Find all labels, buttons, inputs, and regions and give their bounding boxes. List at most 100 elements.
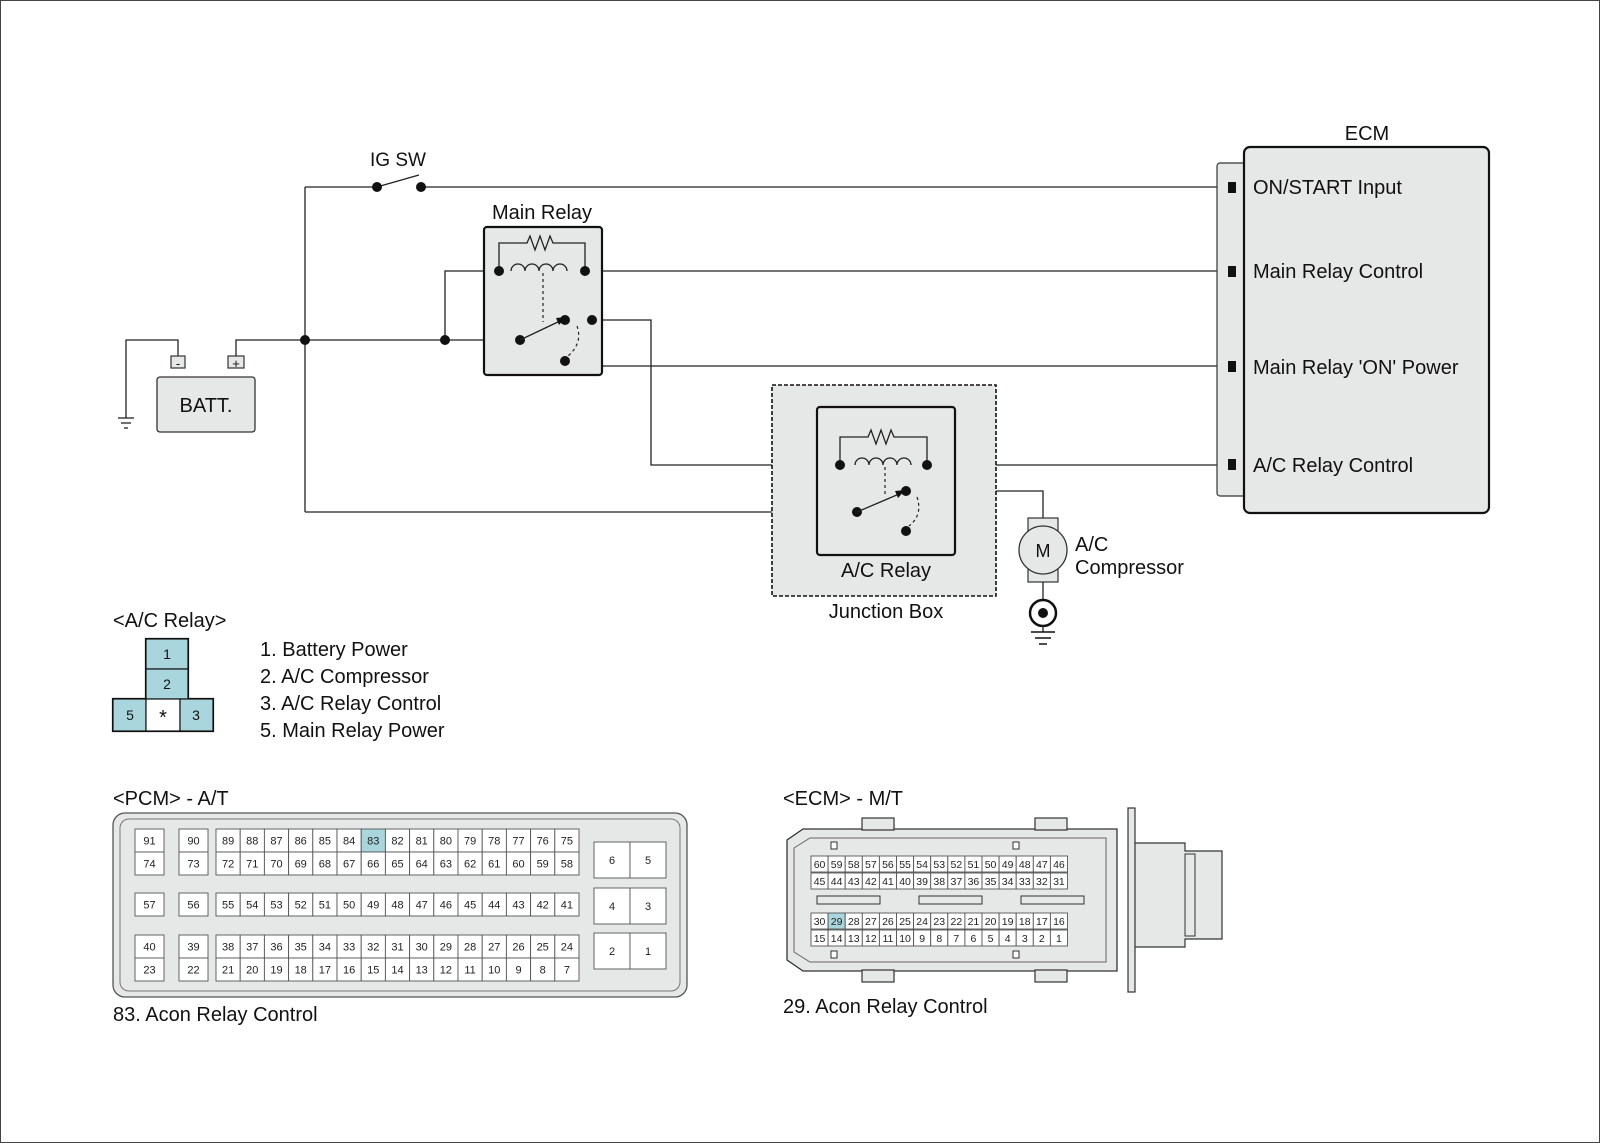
pin-number: 46: [1053, 859, 1065, 871]
ecm-pin-ac-relay-control: A/C Relay Control: [1253, 455, 1413, 477]
pin-number: 45: [814, 876, 826, 888]
pin-number: 35: [985, 876, 997, 888]
pin-number: 54: [246, 900, 258, 912]
pin-number: 58: [561, 859, 573, 871]
pin-number: 21: [968, 916, 980, 928]
ac-relay-pin-label: *: [159, 707, 167, 729]
pin-number: 67: [343, 859, 355, 871]
pin-number: 65: [391, 859, 403, 871]
ac-relay-pin-label: 1: [163, 646, 171, 662]
pin-number: 18: [295, 965, 307, 977]
pin-number: 71: [246, 859, 258, 871]
ecm-mt-connector-title: <ECM> - M/T: [783, 788, 903, 810]
pin-number: 56: [882, 859, 894, 871]
pin-number: 27: [488, 942, 500, 954]
pin-number: 66: [367, 859, 379, 871]
pin-number: 10: [488, 965, 500, 977]
pin-number: 19: [270, 965, 282, 977]
pin-cell: [178, 957, 209, 982]
pin-number: 76: [537, 836, 549, 848]
pin-number: 12: [865, 933, 877, 945]
pin-number: 84: [343, 836, 355, 848]
ignition-switch: IG SW: [370, 150, 426, 192]
pin-number: 42: [865, 876, 877, 888]
ig-sw-label: IG SW: [370, 150, 426, 171]
pin-number: 37: [246, 942, 258, 954]
pin-number: 59: [537, 859, 549, 871]
pin-number: 80: [440, 836, 452, 848]
pin-number: 69: [295, 859, 307, 871]
pin-number: 37: [951, 876, 963, 888]
pcm-connector-title: <PCM> - A/T: [113, 788, 229, 810]
ecm-connector-strip: [1216, 162, 1248, 497]
ac-relay-legend-item: 1. Battery Power: [260, 639, 408, 661]
ac-relay-label: A/C Relay: [841, 560, 931, 582]
pin-number: 48: [1019, 859, 1031, 871]
pin-number: 81: [416, 836, 428, 848]
pin-number: 85: [319, 836, 331, 848]
pin-number: 75: [561, 836, 573, 848]
pin-number: 16: [1053, 916, 1065, 928]
main-relay-label: Main Relay: [492, 202, 592, 224]
pin-number: 11: [464, 965, 475, 977]
ig-sw-contact-a: [372, 182, 382, 192]
pin-number: 24: [916, 916, 928, 928]
pin-number: 18: [1019, 916, 1031, 928]
ac-relay-legend-item: 3. A/C Relay Control: [260, 693, 441, 715]
pin-cell: [1049, 912, 1068, 930]
pin-number: 2: [1039, 933, 1045, 945]
pin-number: 43: [848, 876, 860, 888]
pin-number: 56: [187, 900, 199, 912]
pin-number: 15: [367, 965, 379, 977]
pin-number: 68: [319, 859, 331, 871]
ac-relay-pin-label: 5: [126, 707, 134, 723]
ecm-pin-main-relay-power: Main Relay 'ON' Power: [1253, 357, 1459, 379]
pin-number: 48: [391, 900, 403, 912]
pin-number: 16: [343, 965, 355, 977]
ac-relay-pin-label: 2: [163, 676, 171, 692]
pin-number: 58: [848, 859, 860, 871]
ac-relay-pin-cell: [145, 638, 189, 670]
pin-number: 44: [488, 900, 500, 912]
wires: [118, 174, 1228, 518]
battery-minus-terminal: [170, 355, 186, 369]
ac-relay-legend-item: 5. Main Relay Power: [260, 720, 445, 742]
pin-number: 20: [985, 916, 997, 928]
pin-number: 25: [899, 916, 911, 928]
pin-number: 36: [270, 942, 282, 954]
ecm-mt-caption: 29. Acon Relay Control: [783, 996, 988, 1018]
pin-number: 33: [1019, 876, 1031, 888]
pin-number: 78: [488, 836, 500, 848]
pin-number: 7: [953, 933, 959, 945]
pin-number: 29: [831, 916, 843, 928]
battery-label: BATT.: [180, 395, 233, 417]
pin-number: 87: [270, 836, 282, 848]
junction-box-label: Junction Box: [829, 601, 944, 623]
pin-number: 70: [270, 859, 282, 871]
pin-number: 55: [222, 900, 234, 912]
pin-number: 12: [440, 965, 452, 977]
pin-number: 8: [936, 933, 942, 945]
pin-number: 49: [1002, 859, 1014, 871]
pin-cell: [593, 841, 631, 879]
pin-number: 28: [848, 916, 860, 928]
battery-body: [156, 376, 256, 433]
pin-number: 13: [848, 933, 860, 945]
ecm-pin-marker: [1228, 182, 1236, 193]
pin-number: 64: [416, 859, 428, 871]
ecm-pin-marker: [1228, 361, 1236, 372]
pin-number: 45: [464, 900, 476, 912]
pin-number: 14: [831, 933, 843, 945]
ac-relay-pin-label: 3: [192, 707, 200, 723]
pin-cell: [134, 957, 165, 982]
pin-number: 40: [143, 942, 155, 954]
pin-cell: [1049, 872, 1068, 890]
bus-junction-battery: [300, 335, 310, 345]
pin-number: 53: [270, 900, 282, 912]
pin-cell: [134, 851, 165, 876]
pin-number: 52: [295, 900, 307, 912]
pin-number: 23: [933, 916, 945, 928]
pin-number: 10: [899, 933, 911, 945]
